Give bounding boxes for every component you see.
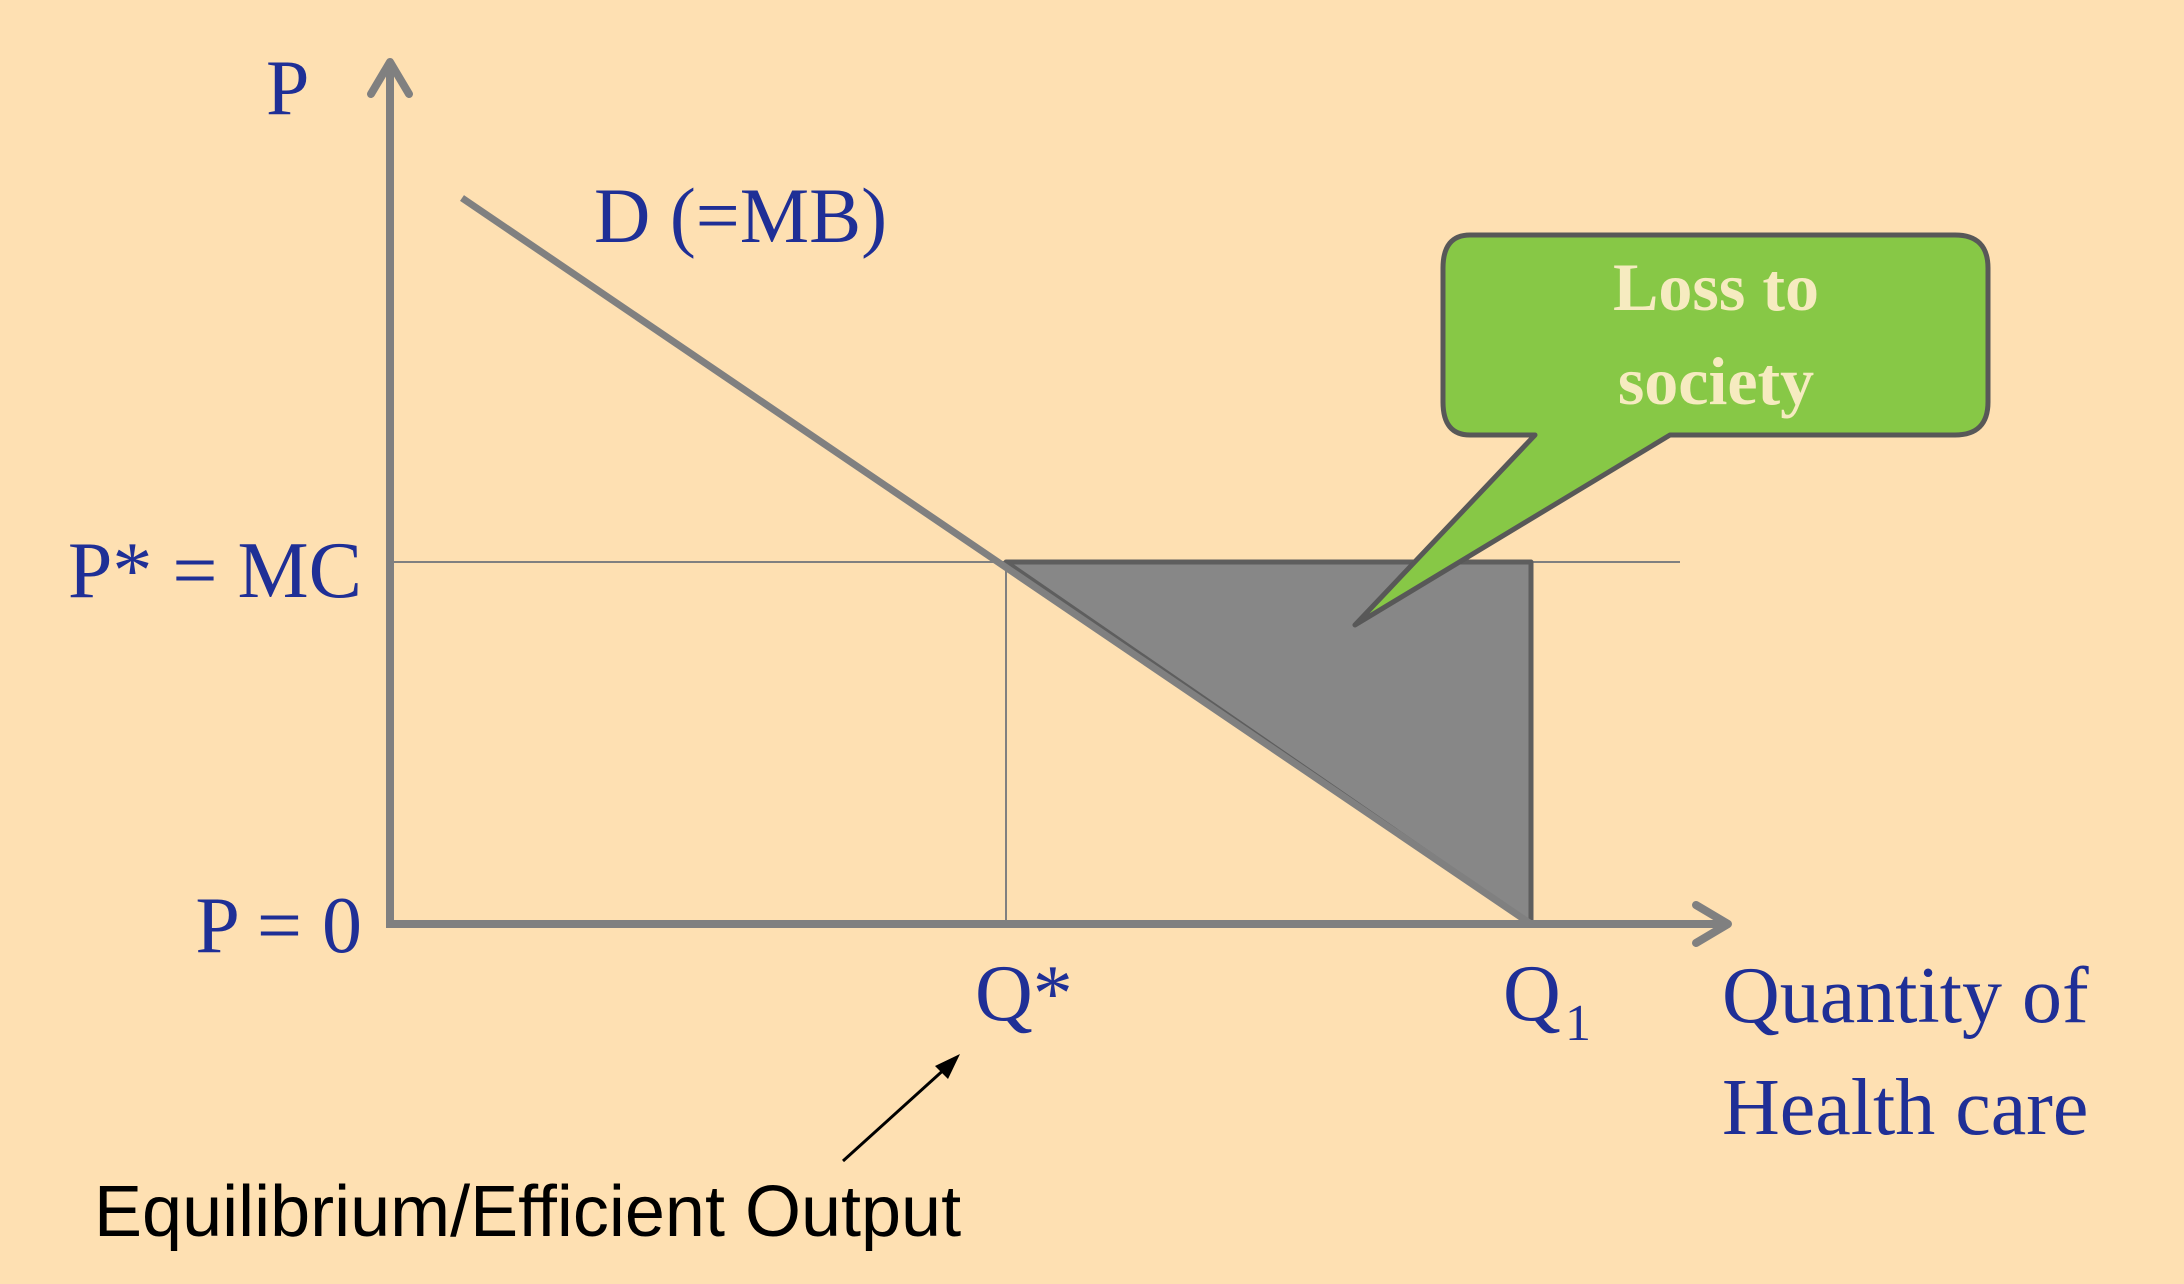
x-axis-arrowhead <box>1692 901 1732 947</box>
efficient-output-annotation: Equilibrium/Efficient Output <box>94 1172 961 1252</box>
equilibrium-quantity-label: Q* <box>975 950 1073 1038</box>
zero-price-label: P = 0 <box>195 882 362 970</box>
annotation-arrowhead <box>935 1054 960 1079</box>
loss-to-society-callout <box>1352 232 1991 628</box>
y-axis-arrowhead <box>367 58 413 98</box>
callout-text-line1: Loss to <box>1613 249 1819 325</box>
annotation-arrow-line <box>841 1064 950 1163</box>
callout-text-line2: society <box>1618 343 1814 419</box>
demand-curve-label: D (=MB) <box>594 172 887 259</box>
q1-subscript: 1 <box>1565 995 1591 1052</box>
demand-curve <box>460 195 1533 927</box>
y-axis-label: P <box>266 44 309 131</box>
x-axis-label-line1: Quantity of <box>1722 952 2089 1040</box>
q1-label: Q <box>1503 950 1561 1038</box>
x-axis-label-line2: Health care <box>1722 1064 2088 1152</box>
equilibrium-price-label: P* = MC <box>68 527 362 615</box>
